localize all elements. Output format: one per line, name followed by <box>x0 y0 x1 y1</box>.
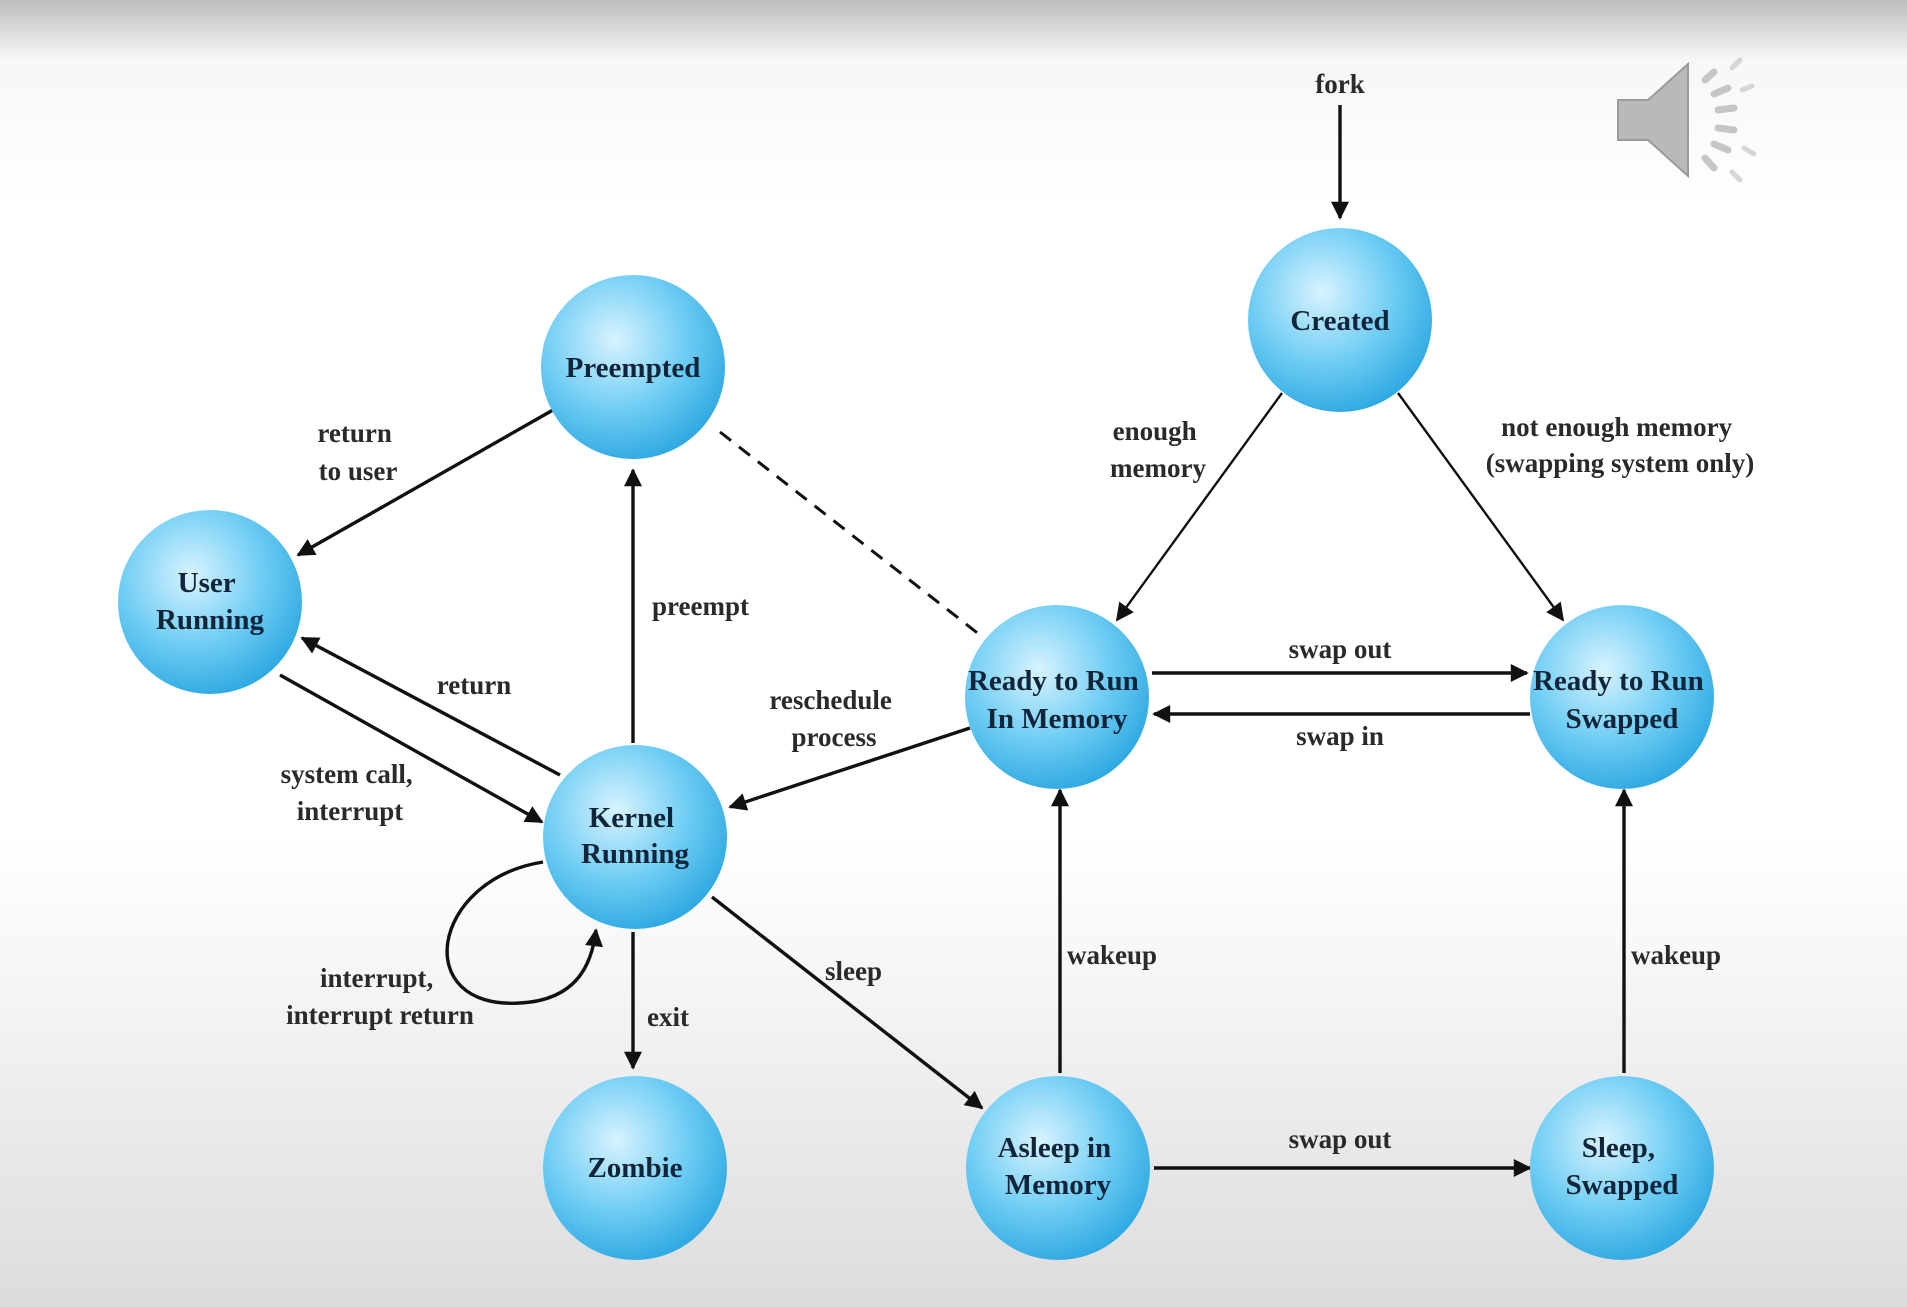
state-kernel-running-circle <box>543 745 727 929</box>
state-preempted[interactable]: Preempted <box>541 275 725 459</box>
state-created[interactable]: Created <box>1248 228 1432 412</box>
edge-preempted-ready-dashed <box>719 430 981 637</box>
state-asleep-memory-label: Asleep in Memory <box>998 1132 1119 1201</box>
edge-not-enough-memory <box>1397 392 1565 622</box>
label-reschedule: reschedule process <box>769 685 898 752</box>
state-user-running-circle <box>118 510 302 694</box>
label-return: return <box>437 670 512 700</box>
label-swap-in: swap in <box>1296 721 1384 751</box>
edge-return <box>300 636 561 777</box>
label-system-call: system call, interrupt <box>281 759 420 826</box>
state-sleep-swapped-label: Sleep, Swapped <box>1566 1132 1679 1201</box>
label-swap-out-bottom: swap out <box>1289 1124 1392 1154</box>
state-ready-memory[interactable]: Ready to Run In Memory <box>965 605 1149 789</box>
label-wakeup-swapped: wakeup <box>1631 940 1721 970</box>
label-swap-out-top: swap out <box>1289 634 1392 664</box>
state-zombie-label: Zombie <box>587 1152 682 1184</box>
label-wakeup-memory: wakeup <box>1067 940 1157 970</box>
state-sleep-swapped[interactable]: Sleep, Swapped <box>1530 1076 1714 1260</box>
state-preempted-label: Preempted <box>566 352 701 384</box>
state-zombie-circle <box>543 1076 727 1260</box>
label-exit: exit <box>647 1002 689 1032</box>
state-user-running-label: User Running <box>156 567 265 636</box>
state-ready-swapped[interactable]: Ready to Run Swapped <box>1530 605 1714 789</box>
edge-sleep <box>710 895 984 1110</box>
state-created-label: Created <box>1290 305 1389 337</box>
label-interrupt-return: interrupt, interrupt return <box>286 963 474 1030</box>
label-not-enough-memory: not enough memory (swapping system only) <box>1486 412 1755 478</box>
state-asleep-memory[interactable]: Asleep in Memory <box>966 1076 1150 1260</box>
state-nodes: Created Preempted User Running Kernel <box>118 228 1714 1260</box>
label-fork: fork <box>1315 69 1365 99</box>
transition-edges <box>279 105 1633 1177</box>
state-ready-swapped-label: Ready to Run Swapped <box>1533 665 1711 735</box>
label-preempt: preempt <box>652 591 749 621</box>
speaker-volume-icon[interactable] <box>1610 50 1760 190</box>
state-created-circle <box>1248 228 1432 412</box>
edge-system-call <box>279 673 544 824</box>
state-preempted-circle <box>541 275 725 459</box>
state-kernel-running[interactable]: Kernel Running <box>543 745 727 929</box>
label-enough-memory: enough memory <box>1110 416 1206 483</box>
state-user-running[interactable]: User Running <box>118 510 302 694</box>
state-asleep-memory-circle <box>966 1076 1150 1260</box>
state-sleep-swapped-circle <box>1530 1076 1714 1260</box>
state-ready-memory-circle <box>965 605 1149 789</box>
edge-interrupt-loop <box>445 860 603 1005</box>
state-kernel-running-label: Kernel Running <box>581 802 690 870</box>
edge-reschedule <box>728 726 971 811</box>
label-sleep: sleep <box>825 956 882 986</box>
state-zombie[interactable]: Zombie <box>543 1076 727 1260</box>
edge-return-to-user <box>296 408 554 557</box>
state-ready-memory-label: Ready to Run In Memory <box>968 665 1146 735</box>
transition-labels: fork enough memory not enough memory (sw… <box>281 69 1755 1154</box>
label-return-to-user: return to user <box>317 418 398 486</box>
edge-enough-memory <box>1115 392 1283 622</box>
state-ready-swapped-circle <box>1530 605 1714 789</box>
